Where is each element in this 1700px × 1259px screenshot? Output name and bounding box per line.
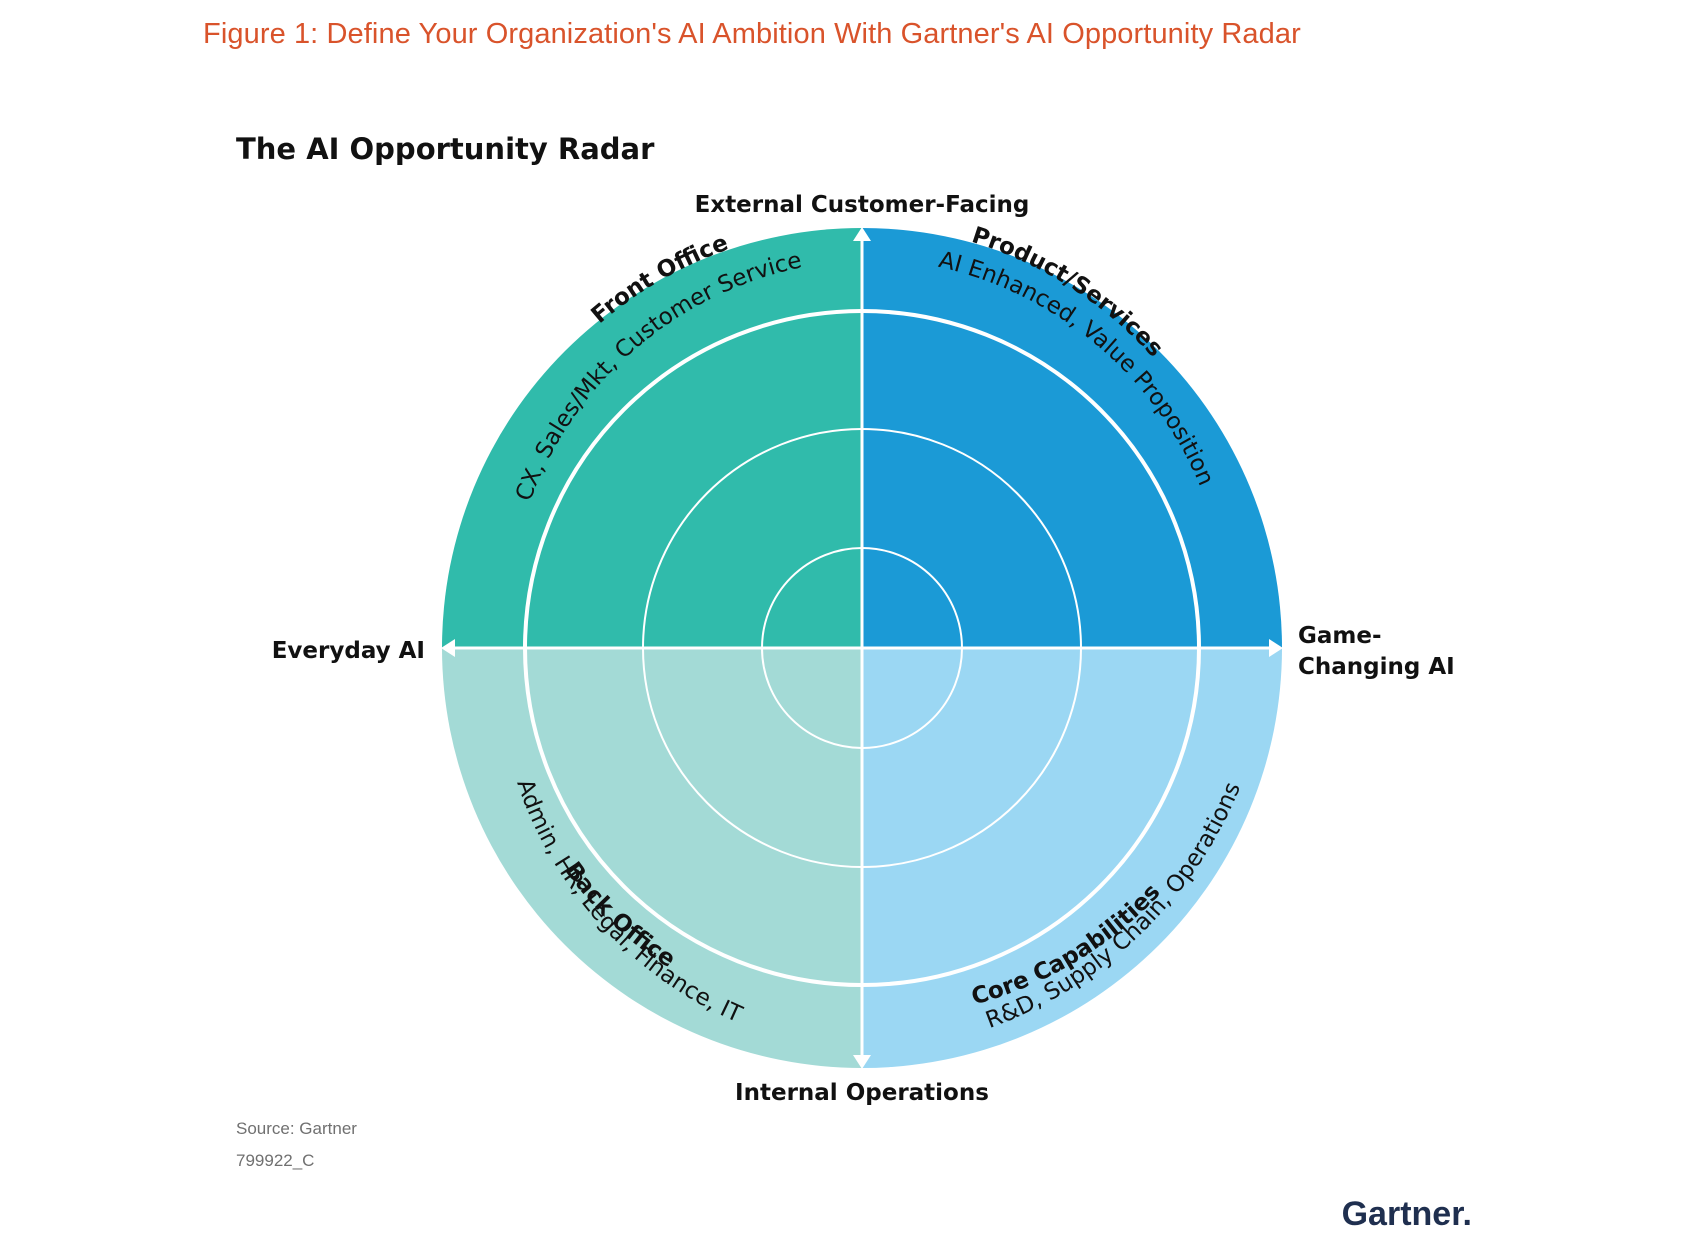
axis-label-bottom: Internal Operations xyxy=(735,1080,989,1106)
axis-label-right-line2: Changing AI xyxy=(1298,654,1455,680)
quadrant-product-services xyxy=(862,228,1282,648)
radar-axes xyxy=(441,227,1283,1069)
arrow-up-icon xyxy=(853,227,871,241)
figure-id: 799922_C xyxy=(236,1151,314,1170)
arrow-left-icon xyxy=(441,639,455,657)
quadrant-back-office xyxy=(442,648,862,1068)
arrow-right-icon xyxy=(1269,639,1283,657)
axis-label-left: Everyday AI xyxy=(272,638,425,664)
radar-quadrants xyxy=(442,228,1282,1068)
axis-label-right-line1: Game- xyxy=(1298,623,1382,649)
axis-label-top: External Customer-Facing xyxy=(695,192,1030,218)
quadrant-front-office xyxy=(442,228,862,648)
diagram-title: The AI Opportunity Radar xyxy=(236,132,655,166)
gartner-logo: Gartner. xyxy=(1342,1195,1472,1233)
quadrant-core-capabilities xyxy=(862,648,1282,1068)
arrow-down-icon xyxy=(853,1055,871,1069)
figure-title: Figure 1: Define Your Organization's AI … xyxy=(203,18,1301,50)
source-note: Source: Gartner xyxy=(236,1119,357,1138)
